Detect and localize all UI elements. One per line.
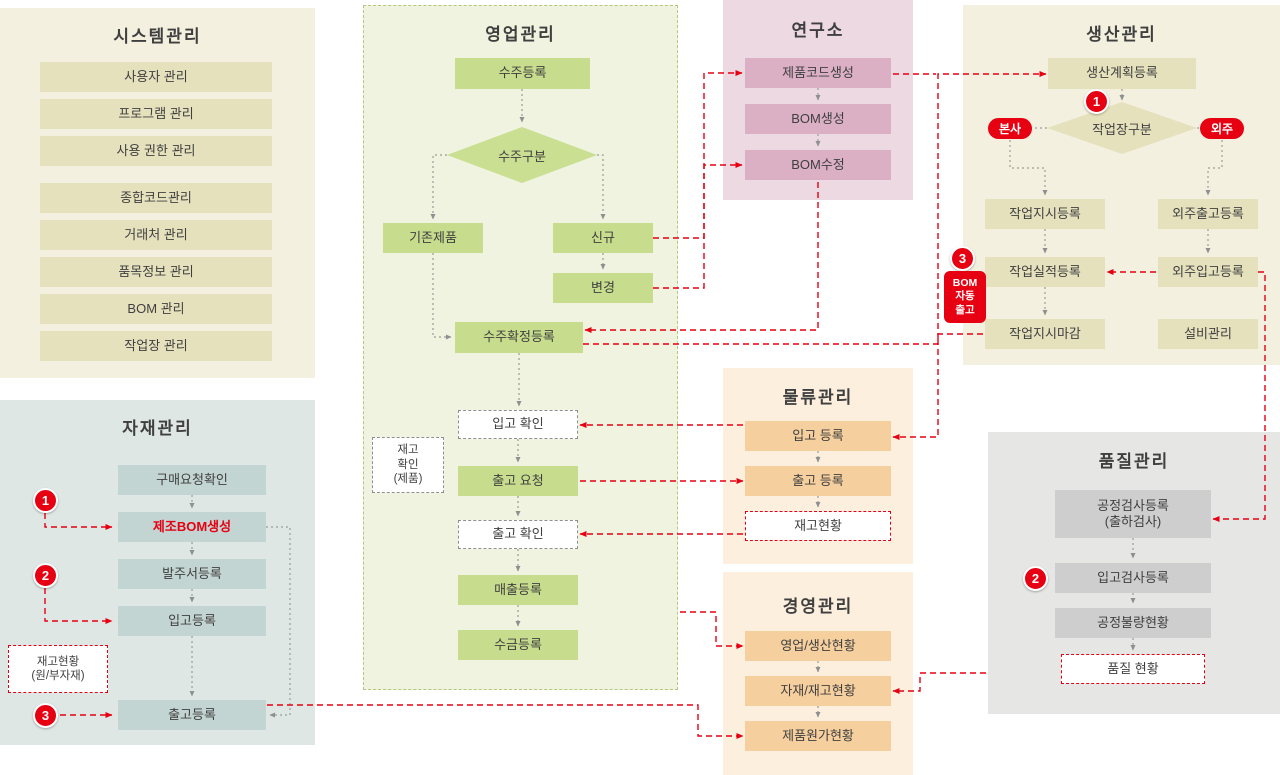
bom-auto-ship-badge: BOM 자동 출고 (944, 271, 986, 323)
box-manufacturing-bom-create: 제조BOM생성 (118, 512, 266, 542)
step-badge-1-production: 1 (1084, 89, 1109, 114)
box-work-result-reg: 작업실적등록 (985, 257, 1105, 287)
box-quality-status: 품질 현황 (1061, 654, 1205, 684)
box-inbound-check: 입고 확인 (458, 410, 578, 439)
step-badge-2-material: 2 (33, 563, 58, 588)
box-collection-registration: 수금등록 (458, 630, 578, 660)
box-product-code-create: 제품코드생성 (745, 58, 891, 88)
box-work-order-close: 작업지시마감 (985, 319, 1105, 349)
box-outsourcing-out-reg: 외주출고등록 (1158, 199, 1258, 229)
box-user-management: 사용자 관리 (40, 62, 272, 92)
box-permission-management: 사용 권한 관리 (40, 136, 272, 166)
material-title: 자재관리 (122, 419, 193, 438)
box-logistics-stock-status: 재고현황 (745, 511, 891, 541)
quality-title: 품질관리 (1098, 452, 1170, 471)
box-outsourcing-in-reg: 외주입고등록 (1158, 257, 1258, 287)
box-purchase-order-reg: 발주서등록 (118, 559, 266, 589)
box-sales-registration: 매출등록 (458, 575, 578, 605)
system-title: 시스템관리 (113, 27, 202, 46)
box-material-inbound-reg: 입고등록 (118, 606, 266, 636)
box-new-product: 신규 (553, 223, 653, 253)
box-code-management: 종합코드관리 (40, 183, 272, 213)
box-equipment-management: 설비관리 (1158, 319, 1258, 349)
box-bom-create: BOM생성 (745, 104, 891, 134)
box-material-stock-overview: 자재/재고현황 (745, 676, 891, 706)
box-order-registration: 수주등록 (455, 58, 590, 89)
step-badge-2-quality: 2 (1023, 566, 1048, 591)
box-item-info-management: 품목정보 관리 (40, 257, 272, 287)
management-title: 경영관리 (782, 597, 854, 616)
sales-title: 영업관리 (485, 25, 556, 44)
lab-title: 연구소 (791, 21, 845, 40)
box-workplace-management: 작업장 관리 (40, 331, 272, 361)
step-badge-1-material: 1 (33, 488, 58, 513)
step-badge-3-material: 3 (33, 703, 58, 728)
production-title: 생산관리 (1086, 25, 1157, 44)
box-bom-edit: BOM수정 (745, 150, 891, 180)
box-logistics-outbound-reg: 출고 등록 (745, 466, 891, 496)
box-product-cost-status: 제품원가현황 (745, 721, 891, 751)
box-bom-management: BOM 관리 (40, 294, 272, 324)
logistics-title: 물류관리 (782, 388, 854, 407)
box-purchase-request-check: 구매요청확인 (118, 465, 266, 495)
step-badge-3-production: 3 (950, 246, 975, 271)
box-process-inspection-reg: 공정검사등록 (출하검사) (1055, 490, 1211, 538)
box-material-outbound-reg: 출고등록 (118, 700, 266, 730)
box-change-product: 변경 (553, 273, 653, 303)
box-existing-product: 기존제품 (383, 223, 483, 253)
box-order-confirm-reg: 수주확정등록 (455, 322, 583, 353)
box-work-order-reg: 작업지시등록 (985, 199, 1105, 229)
box-outbound-check: 출고 확인 (458, 520, 578, 549)
box-client-management: 거래처 관리 (40, 220, 272, 250)
box-program-management: 프로그램 관리 (40, 99, 272, 129)
outsourcing-badge: 외주 (1200, 118, 1244, 139)
box-incoming-inspection-reg: 입고검사등록 (1055, 563, 1211, 593)
box-production-plan-reg: 생산계획등록 (1048, 58, 1196, 89)
box-sales-production-status: 영업/생산현황 (745, 631, 891, 661)
hq-badge: 본사 (988, 118, 1032, 139)
box-logistics-inbound-reg: 입고 등록 (745, 421, 891, 451)
box-outbound-request: 출고 요청 (458, 466, 578, 496)
box-product-stock-check: 재고 확인 (제품) (372, 437, 444, 493)
box-material-stock-status: 재고현황 (원/부자재) (8, 645, 108, 693)
box-process-defect-status: 공정불량현황 (1055, 608, 1211, 638)
